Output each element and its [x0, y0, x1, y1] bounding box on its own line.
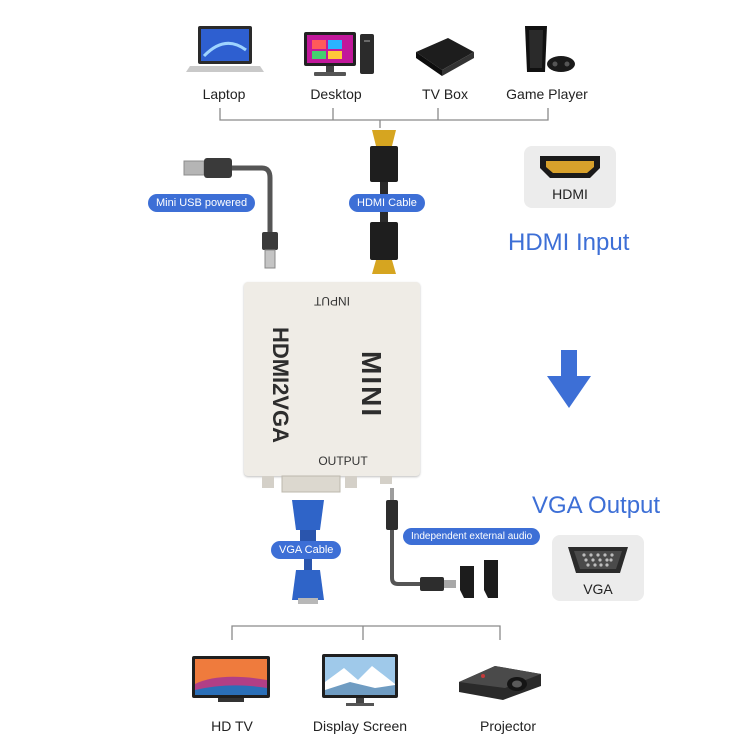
usb-cable-label: Mini USB powered	[148, 194, 256, 212]
vga-card-label: VGA	[583, 581, 613, 597]
output-label-hd-tv: HD TV	[211, 718, 253, 734]
source-laptop	[180, 20, 270, 80]
source-label-laptop: Laptop	[202, 86, 246, 102]
hdmi-input-title: HDMI Input	[508, 229, 630, 256]
laptop-icon	[186, 26, 264, 72]
output-hd-tv	[190, 654, 272, 706]
hdmi-cable-label: HDMI Cable	[349, 194, 425, 212]
source-game-player	[515, 22, 585, 80]
source-tv-box	[410, 30, 480, 80]
vga-port-icon	[568, 547, 628, 573]
converter-device: INPUT HDMI2VGA MINI OUTPUT	[244, 282, 420, 476]
display-screen-icon	[322, 654, 398, 706]
game-console-icon	[525, 26, 575, 72]
tv-box-icon	[416, 38, 474, 76]
hdmi-port-card: HDMI	[524, 146, 616, 208]
output-projector	[455, 656, 545, 706]
source-desktop	[300, 28, 380, 80]
source-label-desktop: Desktop	[310, 86, 362, 102]
hd-tv-icon	[192, 656, 270, 702]
projector-icon	[459, 666, 541, 700]
source-label-tv-box: TV Box	[422, 86, 468, 102]
vga-output-title: VGA Output	[532, 492, 661, 519]
vga-cable-label: VGA Cable	[271, 541, 342, 559]
output-label-projector: Projector	[479, 718, 537, 734]
down-arrow-icon	[547, 350, 591, 408]
hdmi-card-label: HDMI	[552, 186, 588, 202]
source-label-game-player: Game Player	[506, 86, 588, 102]
device-output-label: OUTPUT	[318, 454, 368, 468]
output-label-display-screen: Display Screen	[312, 718, 408, 734]
desktop-icon	[304, 32, 374, 76]
hdmi-port-icon	[540, 156, 600, 178]
vga-port-card: VGA	[552, 535, 644, 601]
audio-cable-label: Independent external audio	[403, 528, 541, 545]
output-display-screen	[320, 652, 402, 708]
